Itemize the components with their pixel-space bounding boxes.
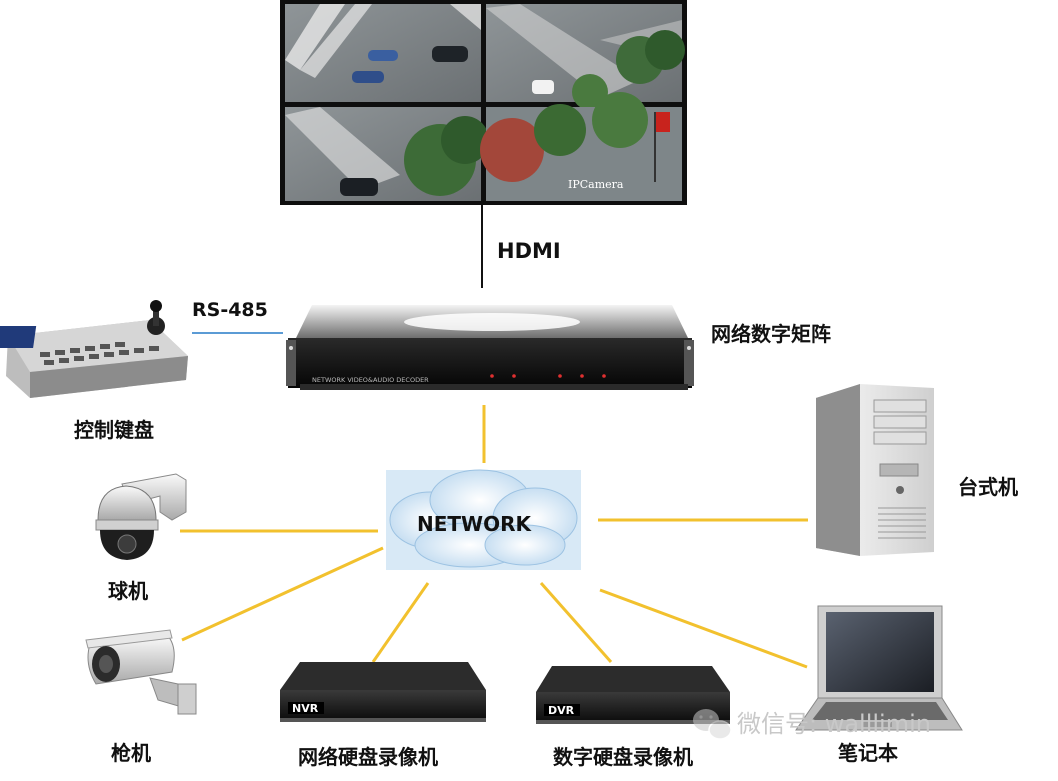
desktop-pc-icon xyxy=(816,384,934,556)
wechat-icon xyxy=(693,709,732,740)
bullet-network-link xyxy=(181,546,384,642)
dvr-badge-text: DVR xyxy=(548,704,575,717)
watermark: 微信号: walllimin xyxy=(693,709,931,740)
matrix-label: 网络数字矩阵 xyxy=(711,322,831,346)
dvr-label: 数字硬盘录像机 xyxy=(553,745,693,769)
bullet-camera-label: 枪机 xyxy=(111,741,151,765)
video-overlay-text: IPCamera xyxy=(568,178,624,191)
watermark-text: 微信号: walllimin xyxy=(737,710,931,738)
dome-camera-label: 球机 xyxy=(108,579,148,603)
video-tile-bottom-right: IPCamera xyxy=(480,92,682,201)
video-tile-top-left xyxy=(285,4,481,102)
laptop-network-link xyxy=(599,588,808,669)
connection-lines xyxy=(180,203,808,669)
control-keyboard-icon xyxy=(0,300,188,398)
network-label: NETWORK xyxy=(417,512,533,536)
keyboard-label: 控制键盘 xyxy=(74,418,154,442)
nvr-badge-text: NVR xyxy=(292,702,319,715)
matrix-panel-text: NETWORK VIDEO&AUDIO DECODER xyxy=(312,376,429,384)
bullet-camera-icon xyxy=(85,629,197,715)
matrix-decoder-icon: NETWORK VIDEO&AUDIO DECODER xyxy=(286,305,694,390)
video-tile-top-right xyxy=(486,4,685,110)
rs485-label: RS-485 xyxy=(192,299,268,321)
laptop-label: 笔记本 xyxy=(838,741,898,765)
dvr-network-link xyxy=(539,582,613,663)
desktop-label: 台式机 xyxy=(958,475,1018,499)
nvr-recorder-icon: NVR xyxy=(280,662,486,722)
nvr-label: 网络硬盘录像机 xyxy=(298,745,438,769)
video-wall-icon: IPCamera xyxy=(280,0,687,205)
dome-camera-icon xyxy=(95,473,187,560)
hdmi-label: HDMI xyxy=(497,239,561,263)
video-tile-bottom-left xyxy=(285,107,489,201)
cloud-icon xyxy=(386,469,581,570)
laptop-icon xyxy=(795,605,963,731)
nvr-network-link xyxy=(371,582,430,663)
